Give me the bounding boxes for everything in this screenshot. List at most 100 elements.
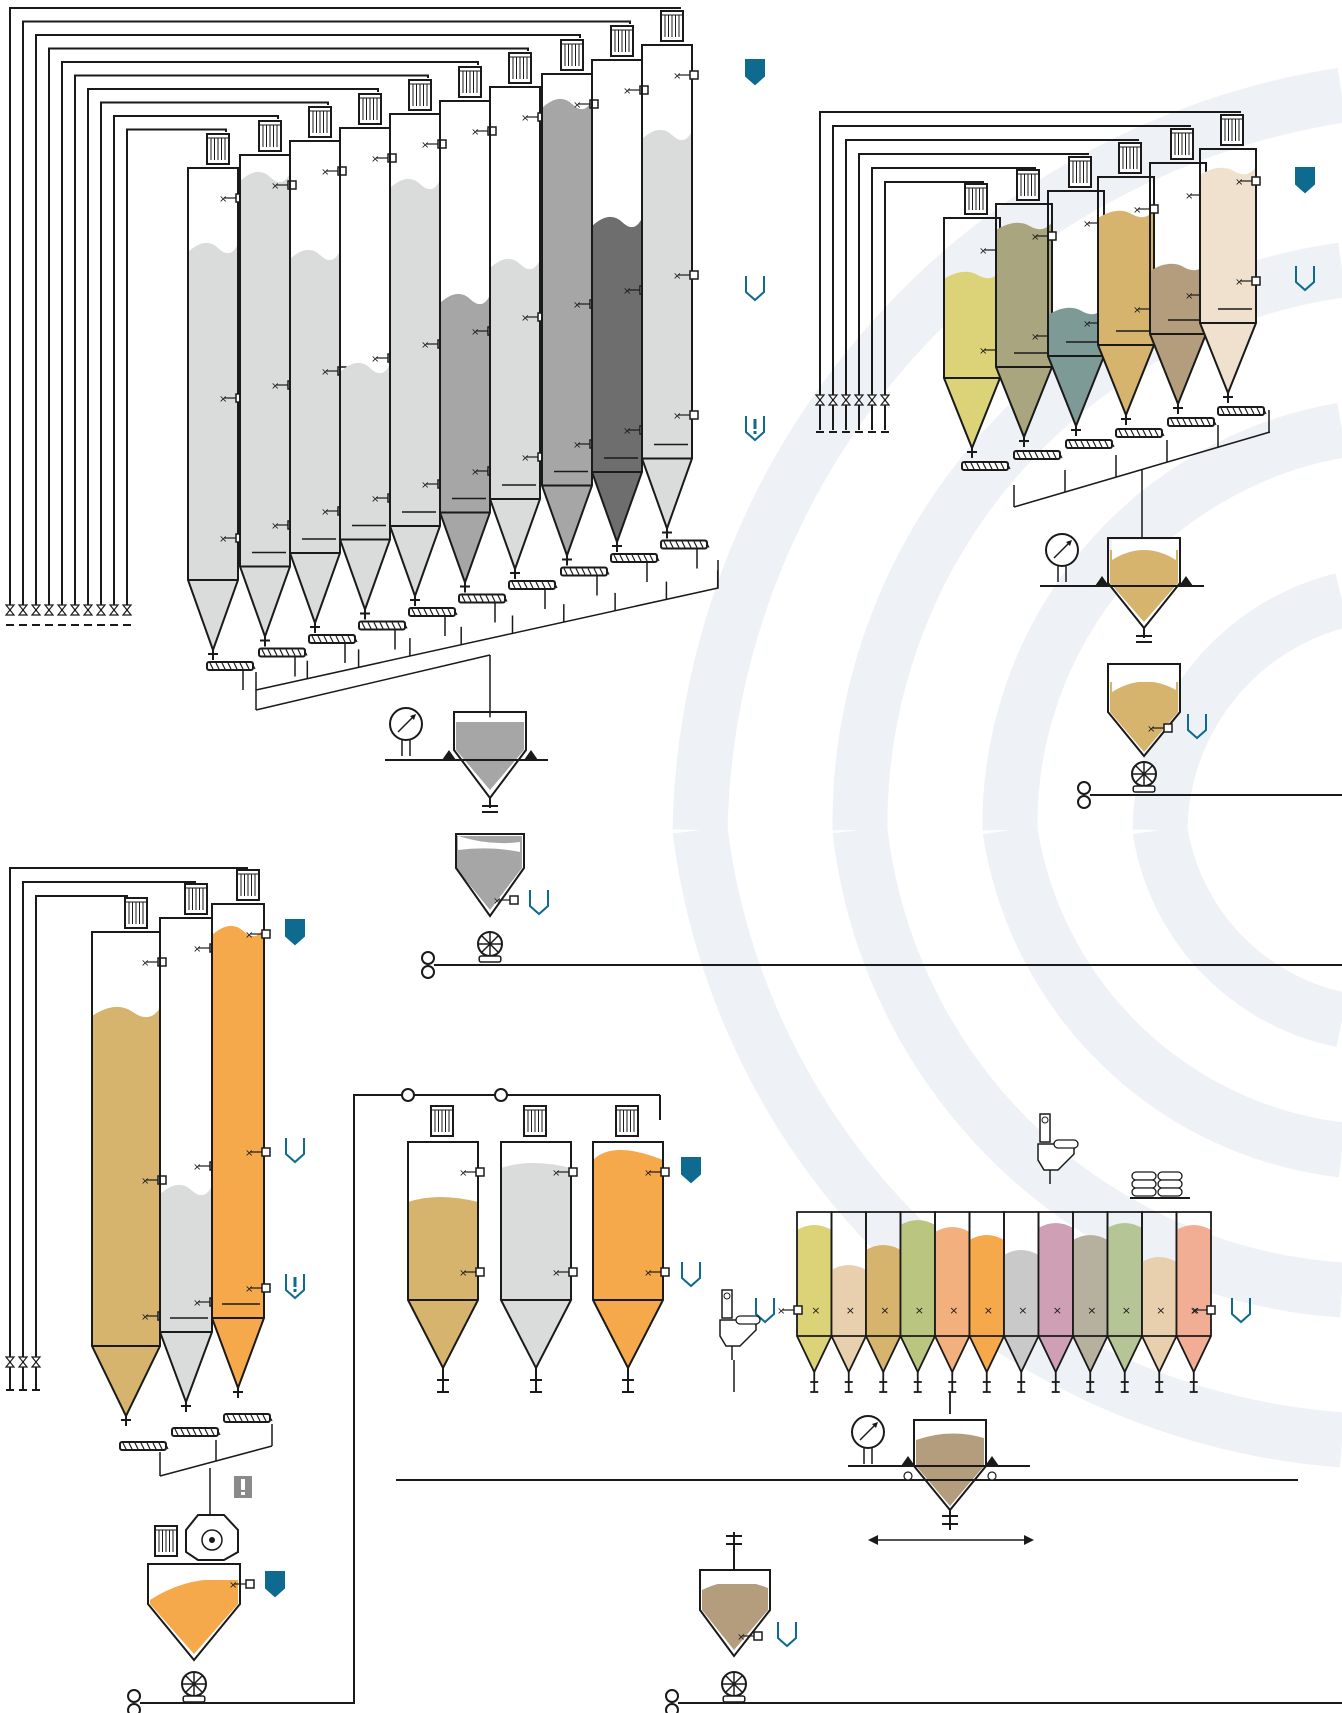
screw-flight — [238, 1414, 243, 1422]
collector-slope — [1013, 431, 1271, 508]
bin-cross: × — [915, 1304, 924, 1317]
screw-flight — [291, 649, 296, 656]
filter-icon — [660, 10, 684, 42]
level-probe: × — [644, 1267, 670, 1279]
probe-box — [660, 1267, 670, 1277]
fill-pipe — [884, 181, 984, 430]
screw-flight — [553, 581, 558, 589]
level-shape — [745, 276, 765, 302]
silo-outline — [641, 44, 693, 532]
screw-flight — [239, 662, 244, 670]
screw-flight — [297, 649, 302, 656]
screw-flight — [563, 568, 568, 575]
rotary-valve-icon — [721, 1671, 747, 1703]
screw-flight — [575, 568, 580, 575]
screw-flight — [435, 608, 440, 616]
screw-flight — [353, 635, 358, 643]
screw-flight — [233, 662, 238, 670]
screw-flight — [361, 622, 366, 629]
screw-flight — [311, 635, 316, 643]
hopper-outline — [1107, 537, 1181, 630]
probe-cross: × — [371, 154, 379, 165]
level-probe: × — [141, 1175, 167, 1187]
hopper-outline — [455, 833, 525, 918]
screw-conveyor-icon — [610, 553, 660, 563]
load-cell — [1179, 576, 1193, 586]
bin-fill — [1073, 1235, 1108, 1372]
screw-flight — [675, 541, 680, 548]
probe-cross: × — [1083, 319, 1091, 330]
screw-flight — [158, 1442, 163, 1450]
pressure-gauge-icon — [389, 707, 423, 756]
hopper-fill — [150, 1580, 238, 1654]
screw-flight — [613, 554, 618, 562]
screw-flight — [335, 635, 340, 643]
fill-pipe — [35, 34, 581, 615]
screw-flight — [441, 608, 446, 616]
screw-flight — [497, 595, 502, 602]
level-empty-icon — [745, 276, 765, 302]
screw-flight — [1244, 407, 1249, 415]
valve-bowtie — [840, 394, 852, 406]
screw-flight — [687, 541, 692, 548]
probe-cross: × — [193, 1298, 201, 1309]
screw-flight — [221, 662, 226, 670]
screw-flight — [994, 462, 999, 470]
probe-cross: × — [1235, 277, 1243, 288]
gauge-arrow — [410, 714, 416, 720]
load-cell — [1095, 576, 1109, 586]
screw-flight — [204, 1428, 209, 1436]
screw-flight — [705, 541, 710, 548]
screw-flight — [134, 1442, 139, 1450]
load-cell — [524, 750, 538, 760]
silo — [1199, 148, 1257, 403]
bin-outline — [865, 1211, 902, 1375]
probe-cross: × — [623, 86, 631, 97]
probe-box — [287, 180, 297, 190]
level-full-icon — [265, 1571, 285, 1598]
product-fill — [592, 216, 642, 542]
level-shape — [1295, 266, 1315, 292]
screw-flight — [397, 622, 402, 629]
manual-valve-icon — [827, 394, 839, 406]
screw-flight — [250, 1414, 255, 1422]
screw-flight — [517, 581, 522, 589]
screw-flight — [699, 541, 704, 548]
bin-fill — [900, 1220, 935, 1372]
manual-valve-icon — [853, 394, 865, 406]
watermark-arc — [832, 826, 1342, 1318]
screw-flight — [511, 581, 516, 589]
probe-cross: × — [271, 521, 279, 532]
screw-flight — [681, 541, 686, 548]
diverter-valve — [494, 1088, 508, 1102]
silo — [159, 917, 213, 1412]
hopper-outline — [453, 711, 527, 800]
screw-flight — [1046, 451, 1051, 459]
manual-valve-icon — [879, 394, 891, 406]
level-alarm-icon — [745, 416, 765, 442]
bin-outline — [830, 1211, 867, 1375]
probe-box — [568, 1267, 578, 1277]
screw-flight — [1086, 440, 1091, 448]
screw-flight — [1262, 407, 1267, 415]
level-shape — [285, 1138, 305, 1164]
screw-flight — [1232, 407, 1237, 415]
fill-pipe — [9, 867, 248, 1390]
probe-cross: × — [459, 1268, 467, 1279]
bin-fill — [408, 1197, 478, 1300]
probe-cross: × — [737, 1632, 745, 1643]
product-fill — [542, 98, 592, 556]
probe-cross: × — [493, 896, 501, 907]
product-fill — [1048, 307, 1104, 426]
hopper-outline — [913, 1419, 987, 1512]
screw-flight — [391, 622, 396, 629]
silo — [995, 203, 1053, 447]
level-probe: × — [1235, 276, 1261, 288]
screw-flight — [192, 1428, 197, 1436]
weigh-hopper: × — [1040, 533, 1207, 793]
screw-flight — [1170, 418, 1175, 426]
probe-cross: × — [421, 480, 429, 491]
screw-flight — [535, 581, 540, 589]
probe-cross: × — [979, 246, 987, 257]
probe-cross: × — [1190, 1306, 1198, 1317]
